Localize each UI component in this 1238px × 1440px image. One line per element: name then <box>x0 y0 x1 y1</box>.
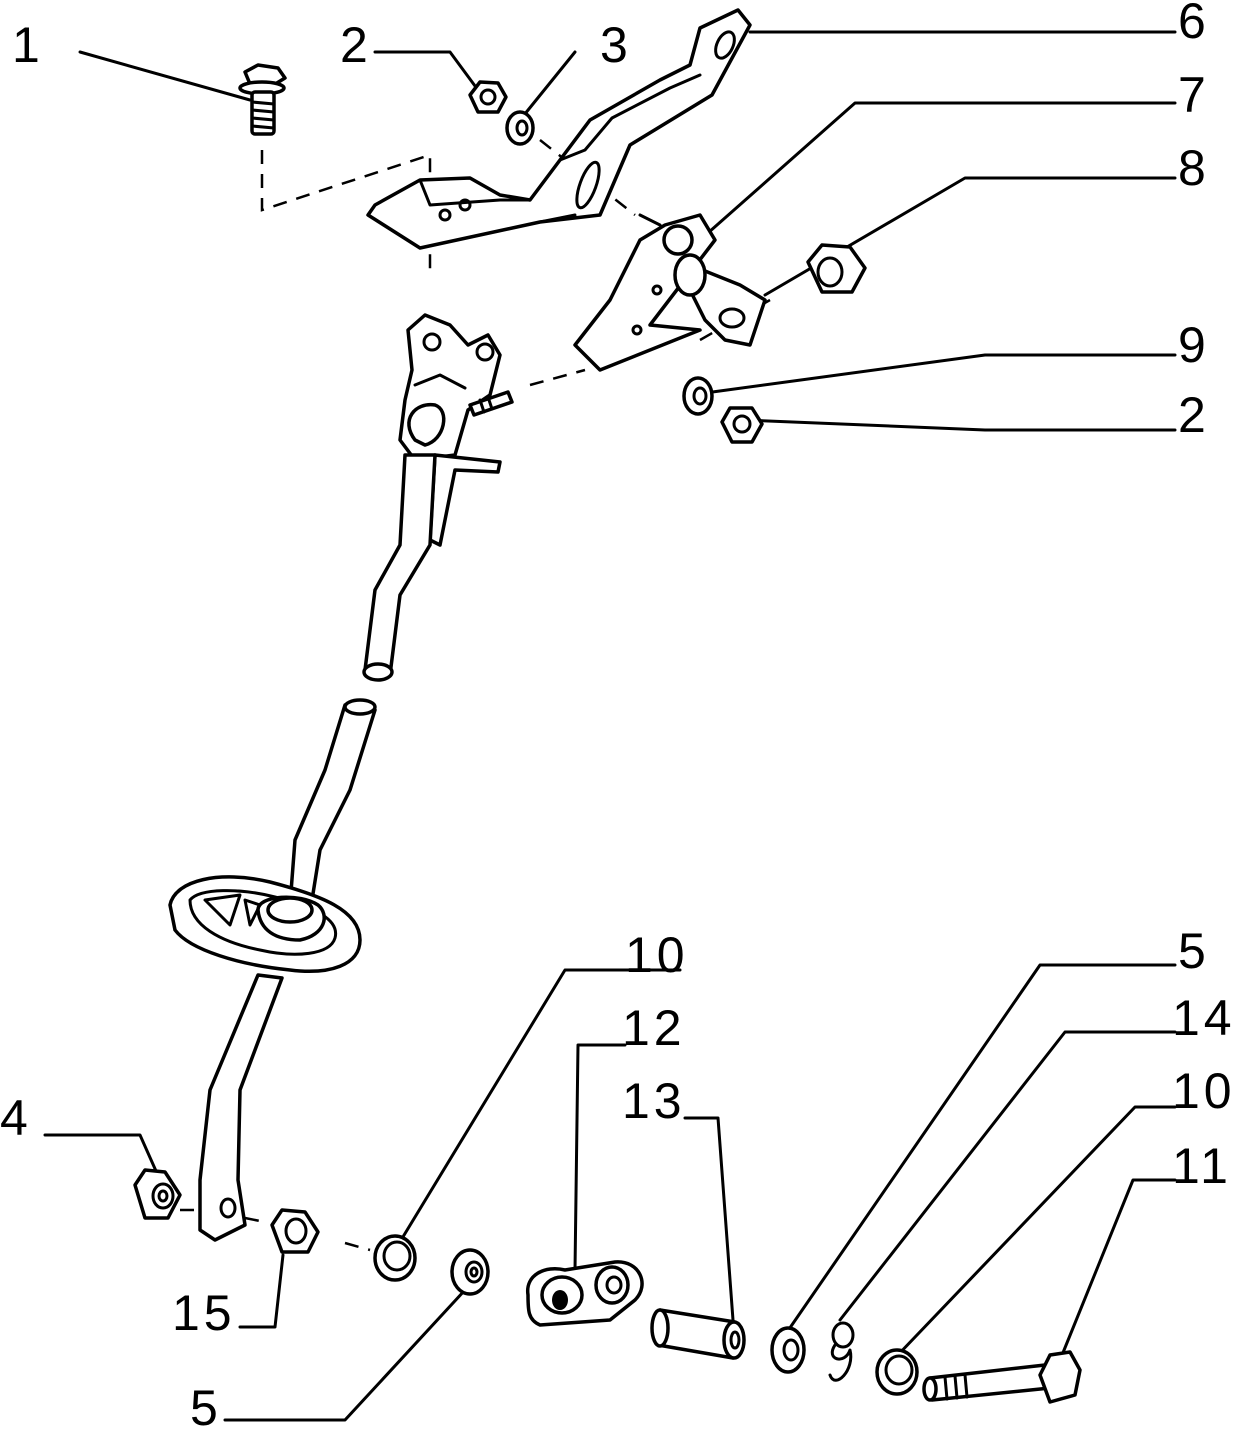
mounting-bracket <box>366 8 752 250</box>
washer-top <box>505 110 535 146</box>
callout-6: 6 <box>1178 0 1210 49</box>
gear-lever-lower <box>288 698 377 907</box>
callout-3: 3 <box>600 17 632 73</box>
callout-2-top: 2 <box>340 17 372 73</box>
callout-14: 14 <box>1172 990 1236 1046</box>
callout-2-mid: 2 <box>1178 387 1210 443</box>
callout-4: 4 <box>0 1090 32 1146</box>
callout-8: 8 <box>1178 140 1210 196</box>
lever-bottom-arm <box>198 973 284 1242</box>
flange-nut-top <box>468 80 508 114</box>
callout-10-left: 10 <box>625 927 689 983</box>
nut-15 <box>270 1208 320 1254</box>
callout-9: 9 <box>1178 317 1210 373</box>
callout-5-right: 5 <box>1178 923 1210 979</box>
flange-nut-mid <box>720 406 764 444</box>
callout-1: 1 <box>12 17 44 73</box>
callout-10-right: 10 <box>1172 1063 1236 1119</box>
washer-5-right <box>770 1326 806 1374</box>
callout-15: 15 <box>172 1285 236 1341</box>
sleeve <box>650 1308 746 1360</box>
callout-7: 7 <box>1178 67 1210 123</box>
flange-bolt <box>238 63 287 136</box>
bushing-right <box>875 1348 919 1396</box>
spring-clip <box>828 1321 855 1382</box>
bushing-left <box>373 1234 417 1282</box>
washer-mid <box>682 376 714 416</box>
callout-11: 11 <box>1172 1138 1232 1194</box>
clevis-block <box>526 1260 644 1327</box>
pivot-plate <box>573 213 767 372</box>
callout-13: 13 <box>622 1073 686 1129</box>
washer-5-left <box>450 1248 490 1296</box>
hex-nut-large <box>806 243 867 294</box>
long-bolt <box>922 1350 1082 1404</box>
rubber-boot <box>168 875 362 973</box>
gear-lever-upper <box>362 313 514 682</box>
callout-12: 12 <box>622 1000 686 1056</box>
callout-5-bottom: 5 <box>190 1380 222 1436</box>
nut-left <box>133 1168 182 1220</box>
